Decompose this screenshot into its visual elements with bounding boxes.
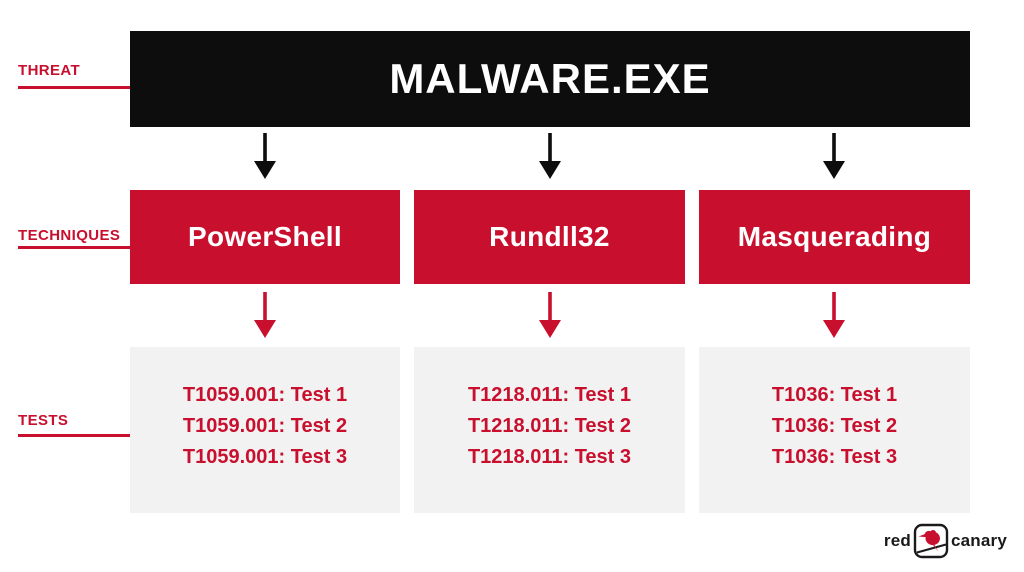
technique-name: Rundll32 (489, 221, 610, 252)
threat-rail-label: THREAT (18, 62, 81, 79)
tests-box-rundll32: T1218.011: Test 1 T1218.011: Test 2 T121… (414, 347, 685, 513)
arrow-down-icon (538, 292, 562, 338)
test-item: T1218.011: Test 2 (467, 414, 632, 437)
tests-box-masquerading: T1036: Test 1 T1036: Test 2 T1036: Test … (699, 347, 970, 513)
techniques-rail-label: TECHNIQUES (18, 227, 121, 244)
threat-rail-underline (18, 86, 130, 89)
threat-title: MALWARE.EXE (389, 55, 711, 102)
technique-box-masquerading: Masquerading (699, 190, 970, 284)
red-canary-logo: red canary (884, 523, 1007, 559)
logo-word-canary: canary (950, 531, 1007, 550)
arrow-down-icon (822, 133, 846, 179)
arrow-down-icon (538, 133, 562, 179)
threat-banner: MALWARE.EXE (130, 31, 970, 127)
test-item: T1036: Test 1 (771, 383, 898, 406)
tests-box-powershell: T1059.001: Test 1 T1059.001: Test 2 T105… (130, 347, 400, 513)
test-item: T1218.011: Test 3 (467, 445, 632, 468)
test-item: T1059.001: Test 1 (182, 383, 348, 406)
arrow-down-icon (253, 133, 277, 179)
test-item: T1059.001: Test 3 (182, 445, 348, 468)
test-item: T1059.001: Test 2 (182, 414, 348, 437)
test-item: T1036: Test 3 (771, 445, 898, 468)
red-canary-bird-icon (913, 523, 949, 559)
techniques-rail-underline (18, 246, 130, 249)
tests-rail-underline (18, 434, 130, 437)
arrow-down-icon (822, 292, 846, 338)
test-item: T1218.011: Test 1 (467, 383, 632, 406)
tests-rail-label: TESTS (18, 412, 69, 429)
test-item: T1036: Test 2 (771, 414, 898, 437)
technique-name: PowerShell (188, 221, 342, 252)
logo-word-red: red (883, 531, 911, 550)
arrow-down-icon (253, 292, 277, 338)
technique-box-powershell: PowerShell (130, 190, 400, 284)
technique-name: Masquerading (737, 221, 932, 252)
technique-box-rundll32: Rundll32 (414, 190, 685, 284)
